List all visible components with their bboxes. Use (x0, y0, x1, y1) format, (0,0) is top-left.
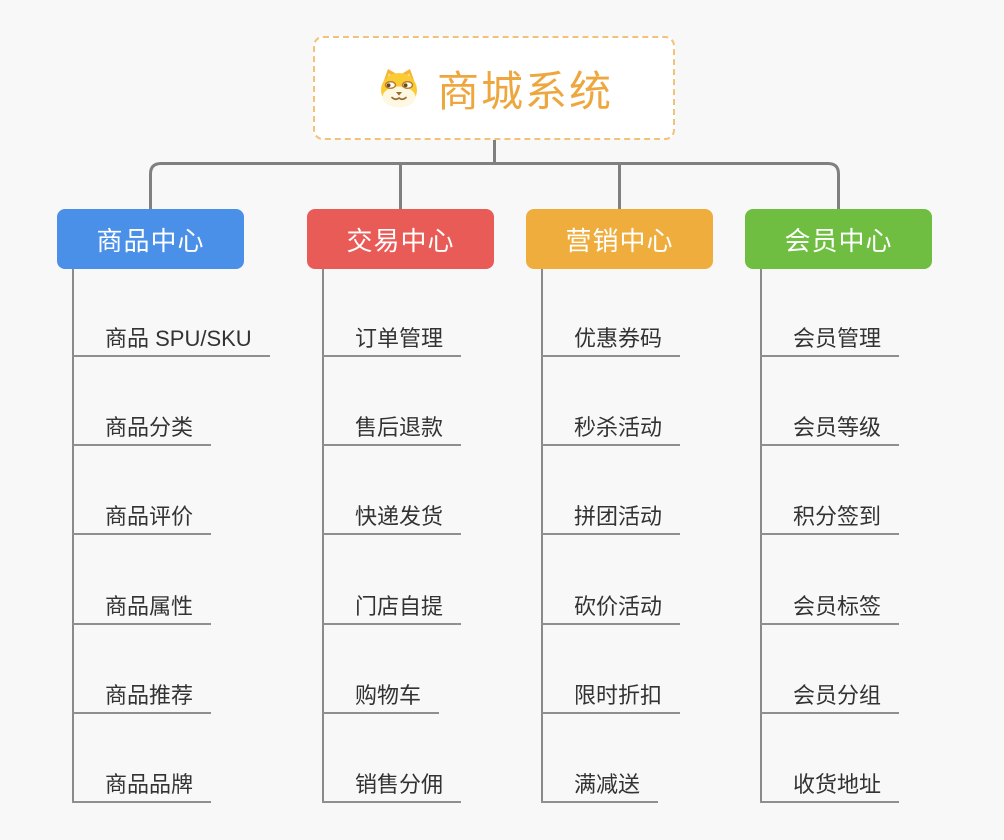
mindmap-item[interactable]: 购物车 (322, 676, 440, 714)
mindmap-item[interactable]: 订单管理 (322, 319, 462, 357)
mindmap-item[interactable]: 会员分组 (760, 676, 900, 714)
mindmap-item[interactable]: 门店自提 (322, 587, 462, 625)
branch-drop-line (760, 269, 762, 801)
branch-label: 交易中心 (346, 225, 455, 256)
mindmap-item[interactable]: 满减送 (541, 765, 659, 803)
branch-label: 会员中心 (784, 225, 893, 256)
mindmap-item[interactable]: 会员标签 (760, 587, 900, 625)
mindmap-item[interactable]: 限时折扣 (541, 676, 681, 714)
mindmap-item[interactable]: 商品评价 (72, 497, 212, 535)
mindmap-item[interactable]: 商品品牌 (72, 765, 212, 803)
mindmap-item[interactable]: 销售分佣 (322, 765, 462, 803)
mindmap-item[interactable]: 商品推荐 (72, 676, 212, 714)
root-node[interactable]: 商城系统 (313, 36, 675, 140)
mindmap-item[interactable]: 商品分类 (72, 408, 212, 446)
branch-box-marketing-center[interactable]: 营销中心 (526, 209, 713, 269)
mindmap-item[interactable]: 秒杀活动 (541, 408, 681, 446)
mindmap-item[interactable]: 拼团活动 (541, 497, 681, 535)
branch-box-trade-center[interactable]: 交易中心 (307, 209, 494, 269)
dog-face-icon (375, 66, 423, 110)
mindmap-item[interactable]: 优惠券码 (541, 319, 681, 357)
mindmap-item[interactable]: 商品 SPU/SKU (72, 319, 270, 357)
mindmap-item[interactable]: 砍价活动 (541, 587, 681, 625)
branch-label: 营销中心 (565, 225, 674, 256)
mindmap-item[interactable]: 售后退款 (322, 408, 462, 446)
branch-box-member-center[interactable]: 会员中心 (745, 209, 932, 269)
branch-drop-line (541, 269, 543, 801)
root-title: 商城系统 (436, 67, 613, 115)
mindmap-item[interactable]: 会员等级 (760, 408, 900, 446)
mindmap-item[interactable]: 积分签到 (760, 497, 900, 535)
branch-box-product-center[interactable]: 商品中心 (57, 209, 244, 269)
mindmap-item[interactable]: 收货地址 (760, 765, 900, 803)
mindmap-item[interactable]: 会员管理 (760, 319, 900, 357)
bus-line (149, 162, 840, 210)
mindmap-item[interactable]: 商品属性 (72, 587, 212, 625)
mindmap-item[interactable]: 快递发货 (322, 497, 462, 535)
branch-drop-line (72, 269, 74, 801)
branch-drop-line (322, 269, 324, 801)
branch-label: 商品中心 (96, 225, 205, 256)
